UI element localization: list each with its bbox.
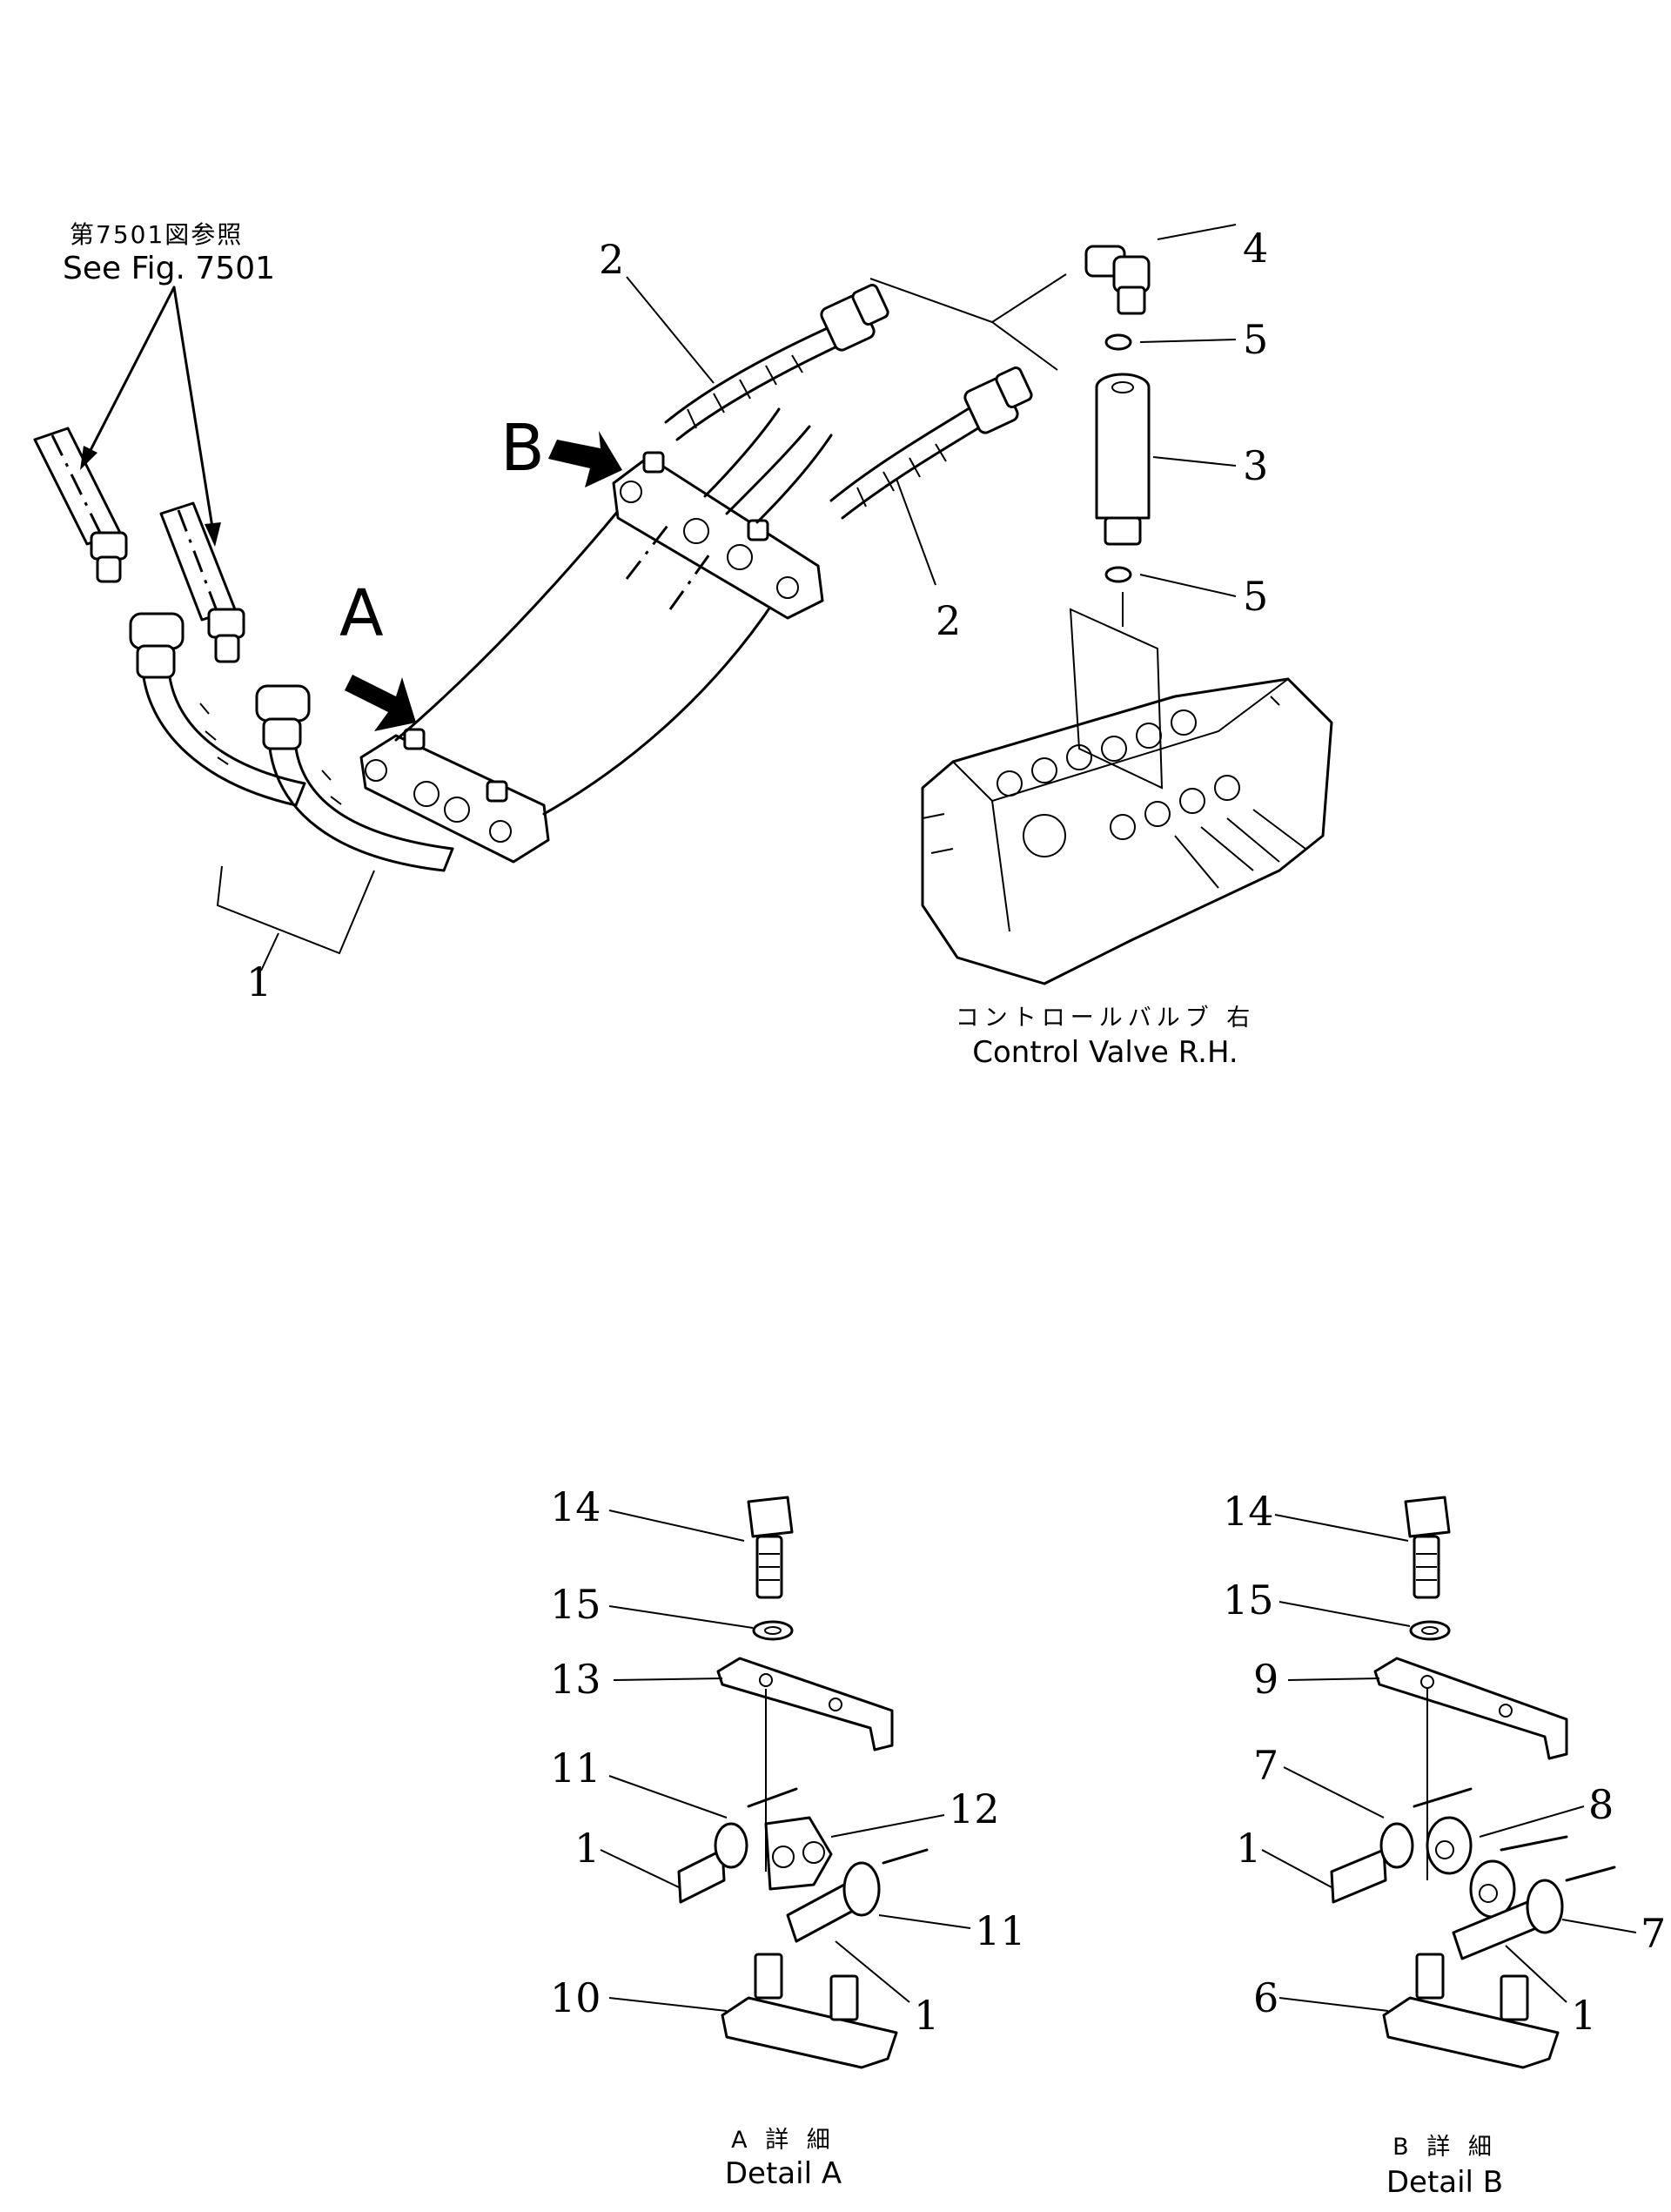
clamp-b — [612, 451, 824, 620]
detail-b-en: Detail B — [1386, 2165, 1504, 2200]
view-marker-b: B — [500, 411, 545, 486]
detail-b-jp: B 詳 細 — [1392, 2134, 1497, 2161]
arrow-a — [345, 675, 416, 731]
callout-da-1b: 1 — [914, 1992, 940, 2039]
clamp-a — [359, 728, 550, 864]
hoses-a-to-b — [394, 499, 776, 816]
callout-db-7a: 7 — [1253, 1742, 1279, 1789]
callout-db-15: 15 — [1223, 1577, 1274, 1624]
callout-db-6: 6 — [1253, 1974, 1279, 2021]
reference-arrows — [80, 286, 221, 547]
detail-a-en: Detail A — [724, 2156, 842, 2191]
tube-assembly-1 — [129, 612, 454, 872]
detail-a-jp: A 詳 細 — [731, 2127, 836, 2154]
callout-db-8: 8 — [1588, 1781, 1614, 1828]
adapter-3 — [1095, 373, 1151, 546]
hose-2-upper — [664, 284, 889, 441]
callout-db-9: 9 — [1253, 1656, 1279, 1703]
view-marker-a: A — [339, 576, 384, 651]
see-fig-jp: 第7501図参照 — [70, 220, 244, 249]
callout-main-2b: 2 — [936, 597, 962, 644]
callout-da-11a: 11 — [550, 1745, 601, 1792]
control-valve — [921, 608, 1333, 985]
callout-da-12: 12 — [949, 1785, 1000, 1832]
leaders-main — [216, 224, 1237, 972]
o-ring-5-lower — [1104, 566, 1132, 583]
hose-2-bracket — [869, 273, 1067, 371]
callout-da-13: 13 — [550, 1656, 601, 1703]
callout-main-4: 4 — [1243, 225, 1269, 272]
hose-stubs-b — [625, 407, 833, 610]
elbow-fitting-4 — [1084, 245, 1151, 315]
detail-b-drawing — [1261, 1496, 1637, 2069]
callout-da-10: 10 — [550, 1974, 601, 2021]
callout-main-2a: 2 — [599, 236, 625, 283]
arrow-b — [548, 431, 622, 487]
callout-db-1b: 1 — [1571, 1992, 1597, 2039]
o-ring-5-upper — [1104, 333, 1132, 351]
reference-pipe-stubs — [33, 427, 245, 663]
callout-db-7b: 7 — [1641, 1910, 1667, 1957]
callout-db-14: 14 — [1223, 1488, 1274, 1535]
callout-da-11b: 11 — [975, 1907, 1026, 1954]
detail-a-drawing — [600, 1496, 971, 2069]
control-valve-jp: コントロールバルブ 右 — [955, 1005, 1256, 1032]
hose-2-lower — [829, 366, 1033, 520]
callout-da-15: 15 — [550, 1581, 601, 1628]
callout-main-5b: 5 — [1243, 573, 1269, 620]
see-fig-en: See Fig. 7501 — [63, 251, 276, 286]
control-valve-en: Control Valve R.H. — [972, 1035, 1238, 1070]
callout-da-14: 14 — [550, 1483, 601, 1530]
callout-db-1a: 1 — [1236, 1825, 1262, 1872]
callout-main-3: 3 — [1243, 442, 1269, 489]
callout-main-1: 1 — [246, 958, 272, 1005]
callout-da-1a: 1 — [574, 1825, 601, 1872]
callout-main-5a: 5 — [1243, 316, 1269, 363]
